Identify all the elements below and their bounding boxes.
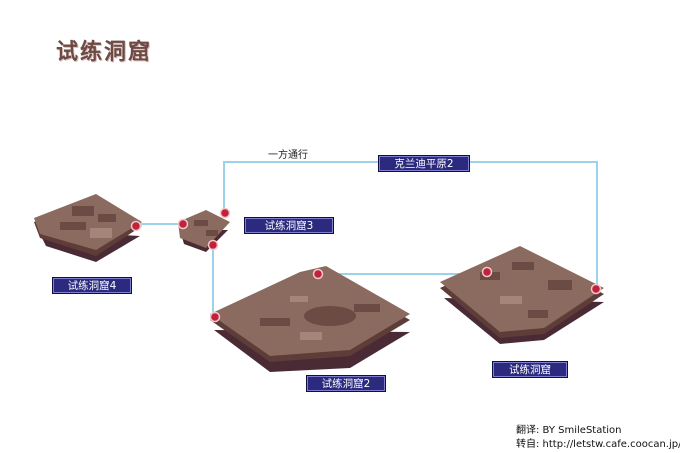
portal-icon[interactable] bbox=[481, 266, 493, 278]
translator-credit: 翻译: BY SmileStation bbox=[516, 425, 622, 436]
portals bbox=[130, 207, 602, 323]
portal-icon[interactable] bbox=[590, 283, 602, 295]
map-label-cave3[interactable]: 试练洞窟3 bbox=[244, 217, 334, 234]
portal-icon[interactable] bbox=[177, 218, 189, 230]
portal-icon[interactable] bbox=[219, 207, 231, 219]
credits: 翻译: BY SmileStation 转自: http://letstw.ca… bbox=[516, 424, 680, 452]
one-way-note: 一方通行 bbox=[268, 150, 308, 161]
cave2-island[interactable] bbox=[210, 266, 410, 372]
path-plain2-to-cave1 bbox=[470, 161, 598, 288]
map-label-cave2[interactable]: 试练洞窟2 bbox=[306, 375, 386, 392]
portal-icon[interactable] bbox=[209, 311, 221, 323]
map-label-plain2[interactable]: 克兰迪平原2 bbox=[378, 155, 470, 172]
source-credit: 转自: http://letstw.cafe.coocan.jp/ bbox=[516, 439, 680, 450]
cave4-island[interactable] bbox=[34, 194, 142, 262]
path-cave3-to-plain2 bbox=[223, 161, 378, 212]
map-label-cave1[interactable]: 试练洞窟 bbox=[492, 361, 568, 378]
portal-icon[interactable] bbox=[130, 220, 142, 232]
map-label-cave4[interactable]: 试练洞窟4 bbox=[52, 277, 132, 294]
portal-icon[interactable] bbox=[312, 268, 324, 280]
portal-icon[interactable] bbox=[207, 239, 219, 251]
cave3-island[interactable] bbox=[178, 210, 230, 252]
page-title: 试练洞窟 bbox=[56, 39, 153, 65]
cave1-island[interactable] bbox=[440, 246, 604, 344]
